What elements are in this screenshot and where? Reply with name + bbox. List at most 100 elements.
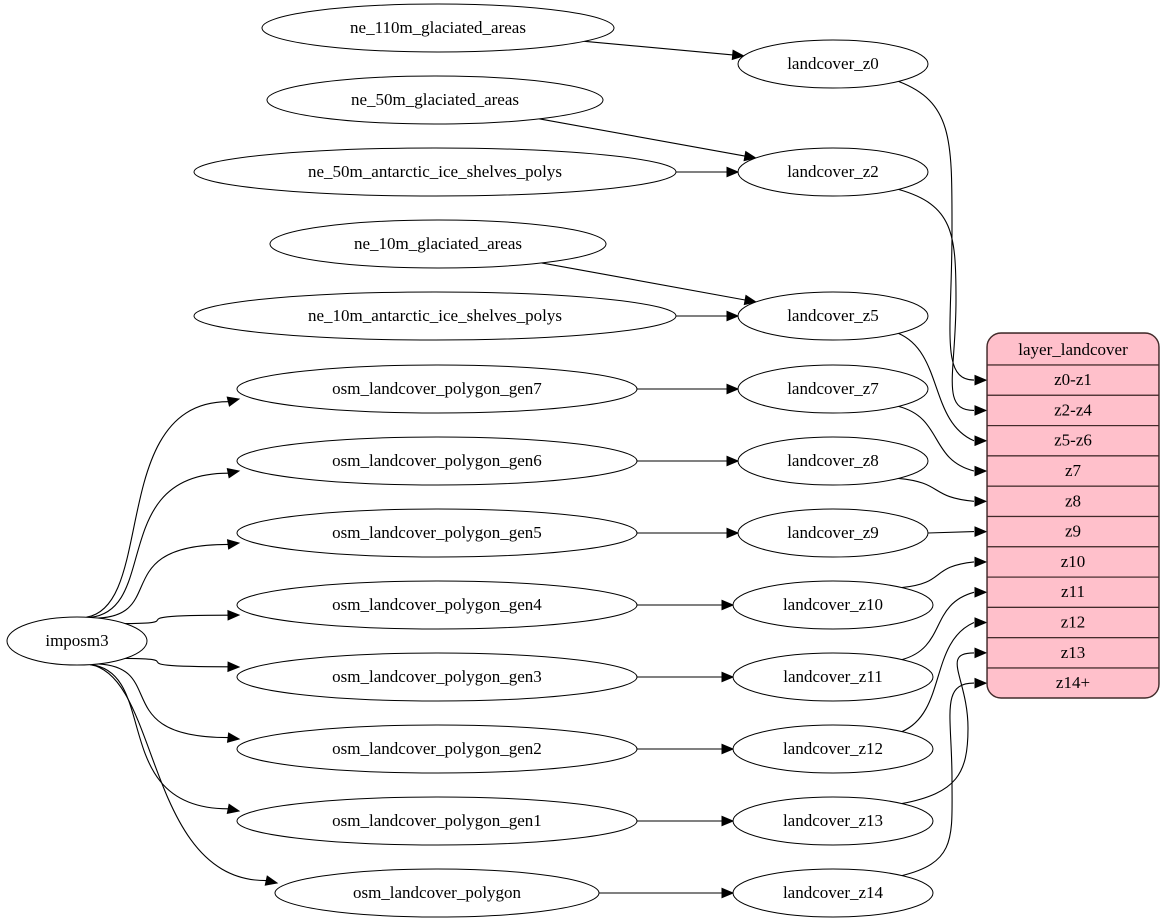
edge-line (898, 477, 975, 502)
arrow-head (721, 743, 735, 755)
node-shape-osm_landcover_polygon_gen3 (236, 652, 638, 702)
node-osm_landcover_polygon_gen4[interactable]: osm_landcover_polygon_gen4 (236, 580, 638, 630)
edge-ne_10m_antarctic_ice_shelves_polys-to-landcover_z5 (675, 310, 740, 322)
edge-imposm3-to-osm_landcover_polygon_gen6 (90, 467, 241, 618)
edge-osm_landcover_polygon_gen7-to-landcover_z7 (637, 383, 740, 395)
node-ne_10m_glaciated_areas[interactable]: ne_10m_glaciated_areas (269, 219, 607, 269)
edge-landcover_z5-to-z5-z6 (898, 332, 988, 447)
edge-line (98, 543, 229, 619)
edge-imposm3-to-osm_landcover_polygon (89, 664, 279, 886)
node-osm_landcover_polygon_gen3[interactable]: osm_landcover_polygon_gen3 (236, 652, 638, 702)
table-header-label: layer_landcover (1018, 340, 1128, 359)
node-landcover_z12[interactable]: landcover_z12 (732, 724, 934, 774)
node-label-landcover_z5: landcover_z5 (787, 306, 879, 325)
node-landcover_z10[interactable]: landcover_z10 (732, 580, 934, 630)
node-osm_landcover_polygon_gen6[interactable]: osm_landcover_polygon_gen6 (236, 436, 638, 486)
node-shape-osm_landcover_polygon_gen4 (236, 580, 638, 630)
edge-line (927, 531, 975, 534)
node-landcover_z11[interactable]: landcover_z11 (732, 652, 934, 702)
node-osm_landcover_polygon[interactable]: osm_landcover_polygon (274, 868, 600, 918)
edge-line (98, 663, 229, 739)
node-landcover_z0[interactable]: landcover_z0 (737, 39, 929, 89)
node-landcover_z9[interactable]: landcover_z9 (737, 508, 929, 558)
node-label-osm_landcover_polygon: osm_landcover_polygon (353, 883, 522, 902)
node-osm_landcover_polygon_gen1[interactable]: osm_landcover_polygon_gen1 (236, 796, 638, 846)
arrow-head (726, 166, 740, 178)
edge-imposm3-to-osm_landcover_polygon_gen3 (125, 657, 241, 673)
node-osm_landcover_polygon_gen7[interactable]: osm_landcover_polygon_gen7 (236, 364, 638, 414)
edge-line (86, 401, 229, 618)
arrow-head (974, 556, 988, 568)
table-row-label-z12: z12 (1061, 612, 1086, 631)
node-shape-landcover_z13 (732, 796, 934, 846)
edge-landcover_z8-to-z8 (898, 477, 988, 507)
node-landcover_z5[interactable]: landcover_z5 (737, 291, 929, 341)
table-row-label-z0-z1: z0-z1 (1054, 370, 1092, 389)
node-landcover_z7[interactable]: landcover_z7 (737, 364, 929, 414)
node-ne_50m_antarctic_ice_shelves_polys[interactable]: ne_50m_antarctic_ice_shelves_polys (193, 147, 677, 197)
node-ne_50m_glaciated_areas[interactable]: ne_50m_glaciated_areas (266, 75, 604, 125)
node-landcover_z14[interactable]: landcover_z14 (732, 868, 934, 918)
node-osm_landcover_polygon_gen2[interactable]: osm_landcover_polygon_gen2 (236, 724, 638, 774)
edge-line (898, 80, 975, 381)
node-label-ne_110m_glaciated_areas: ne_110m_glaciated_areas (350, 18, 526, 37)
arrow-head (974, 435, 988, 447)
node-shape-landcover_z8 (737, 436, 929, 486)
edge-osm_landcover_polygon_gen2-to-landcover_z12 (636, 743, 735, 755)
node-label-ne_50m_antarctic_ice_shelves_polys: ne_50m_antarctic_ice_shelves_polys (308, 162, 562, 181)
arrow-head (226, 539, 241, 550)
arrow-head (264, 875, 279, 886)
edge-imposm3-to-osm_landcover_polygon_gen5 (98, 539, 241, 619)
table-row-label-z7: z7 (1065, 461, 1082, 480)
node-shape-ne_50m_antarctic_ice_shelves_polys (193, 147, 677, 197)
table-row-z10[interactable] (987, 546, 1159, 578)
arrow-head (974, 617, 988, 628)
node-shape-landcover_z0 (737, 39, 929, 89)
node-shape-landcover_z11 (732, 652, 934, 702)
edge-landcover_z7-to-z7 (898, 405, 988, 477)
edge-osm_landcover_polygon_gen1-to-landcover_z13 (637, 815, 735, 827)
node-landcover_z13[interactable]: landcover_z13 (732, 796, 934, 846)
node-label-osm_landcover_polygon_gen3: osm_landcover_polygon_gen3 (332, 667, 542, 686)
edge-line (901, 591, 975, 661)
node-ne_110m_glaciated_areas[interactable]: ne_110m_glaciated_areas (261, 3, 615, 53)
edge-ne_50m_glaciated_areas-to-landcover_z2 (539, 118, 758, 162)
layer-landcover-table: layer_landcoverz0-z1z2-z4z5-z6z7z8z9z10z… (986, 332, 1160, 699)
arrow-head (227, 609, 241, 621)
edge-osm_landcover_polygon_gen4-to-landcover_z10 (637, 599, 735, 611)
table-row-z12[interactable] (987, 606, 1159, 639)
edge-line (898, 332, 975, 442)
table-row-z9[interactable] (987, 515, 1159, 548)
node-osm_landcover_polygon_gen5[interactable]: osm_landcover_polygon_gen5 (236, 508, 638, 558)
edge-line (898, 188, 975, 411)
node-shape-osm_landcover_polygon_gen1 (236, 796, 638, 846)
node-shape-osm_landcover_polygon_gen2 (236, 724, 638, 774)
node-imposm3[interactable]: imposm3 (6, 616, 148, 666)
table-row-label-z11: z11 (1061, 582, 1085, 601)
node-label-landcover_z8: landcover_z8 (787, 451, 879, 470)
node-label-landcover_z13: landcover_z13 (783, 811, 883, 830)
arrow-head (974, 586, 988, 598)
node-shape-ne_10m_antarctic_ice_shelves_polys (193, 291, 677, 341)
node-landcover_z2[interactable]: landcover_z2 (737, 147, 929, 197)
arrow-head (721, 887, 735, 899)
edge-imposm3-to-osm_landcover_polygon_gen2 (98, 663, 241, 743)
edge-line (90, 664, 229, 810)
table-row-z14+[interactable] (987, 667, 1159, 698)
edge-landcover_z10-to-z10 (901, 556, 988, 589)
table-row-z5-z6[interactable] (987, 425, 1159, 457)
node-label-landcover_z10: landcover_z10 (783, 595, 883, 614)
edge-line (901, 561, 975, 589)
edge-landcover_z2-to-z2-z4 (898, 188, 988, 416)
arrow-head (726, 455, 740, 467)
edge-osm_landcover_polygon_gen3-to-landcover_z11 (637, 671, 735, 683)
edge-osm_landcover_polygon_gen6-to-landcover_z8 (637, 455, 740, 467)
node-ne_10m_antarctic_ice_shelves_polys[interactable]: ne_10m_antarctic_ice_shelves_polys (193, 291, 677, 341)
node-label-imposm3: imposm3 (45, 631, 108, 650)
arrow-head (974, 647, 988, 659)
arrow-head (974, 677, 988, 689)
node-landcover_z8[interactable]: landcover_z8 (737, 436, 929, 486)
table-row-z8[interactable] (987, 485, 1159, 518)
table-row-label-z13: z13 (1061, 643, 1086, 662)
